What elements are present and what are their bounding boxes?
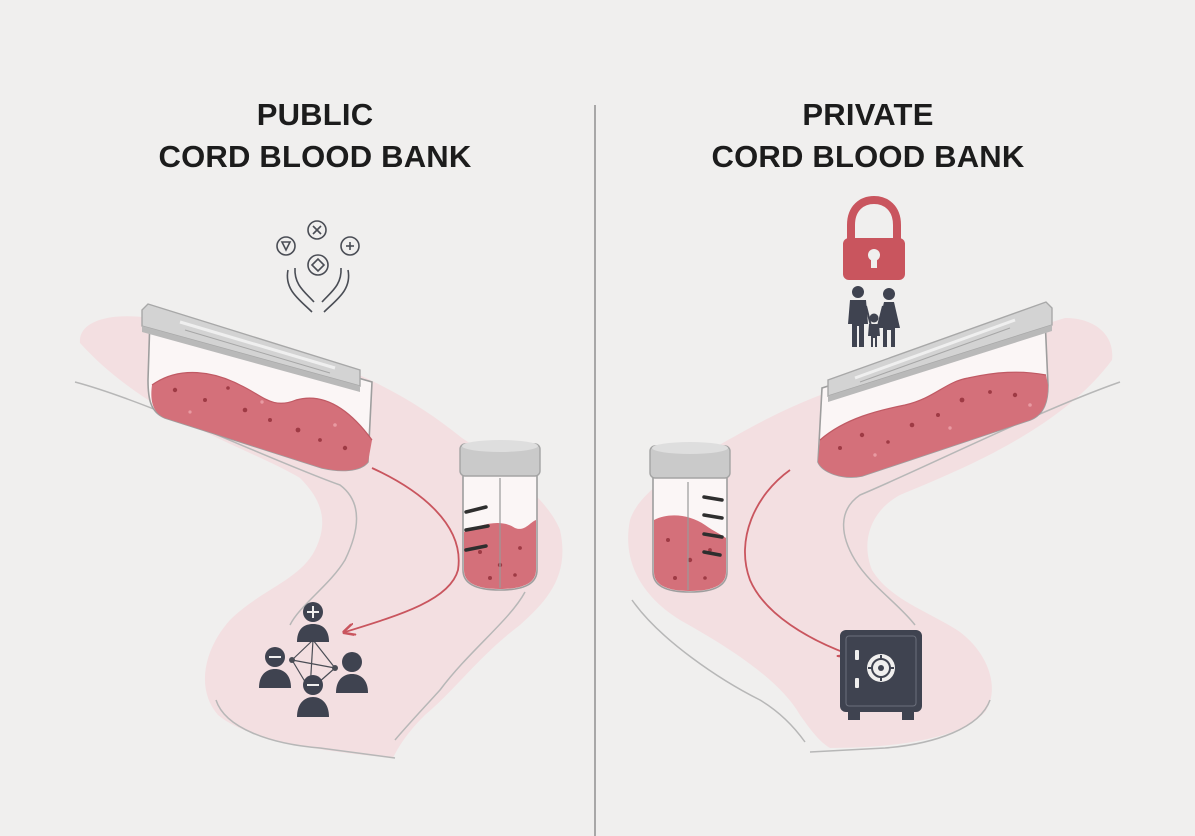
public-title-line1: PUBLIC xyxy=(256,97,374,132)
private-cord-blood-bag xyxy=(817,301,1053,478)
public-collection-jar xyxy=(459,440,541,591)
donor-network-icon xyxy=(259,602,368,717)
public-edge-line xyxy=(394,591,526,741)
private-title-line2: CORD BLOOD BANK xyxy=(711,139,1025,174)
public-bottom-line xyxy=(215,699,396,759)
helping-hands-icon xyxy=(276,220,360,313)
padlock-icon xyxy=(843,195,905,280)
family-icon xyxy=(848,286,900,347)
public-title-line2: CORD BLOOD BANK xyxy=(158,139,472,174)
safe-vault-icon xyxy=(840,630,922,720)
private-bottom-line xyxy=(809,699,991,753)
private-collection-jar xyxy=(649,442,731,593)
public-title: PUBLIC CORD BLOOD BANK xyxy=(55,94,575,178)
private-panel xyxy=(628,195,1121,753)
public-panel xyxy=(74,220,563,759)
public-cord-blood-bag xyxy=(141,303,373,472)
private-edge-line xyxy=(631,599,806,743)
private-title-line1: PRIVATE xyxy=(802,97,934,132)
public-flow-arrow xyxy=(345,467,460,632)
private-flow-arrow xyxy=(744,469,848,654)
private-title: PRIVATE CORD BLOOD BANK xyxy=(608,94,1128,178)
